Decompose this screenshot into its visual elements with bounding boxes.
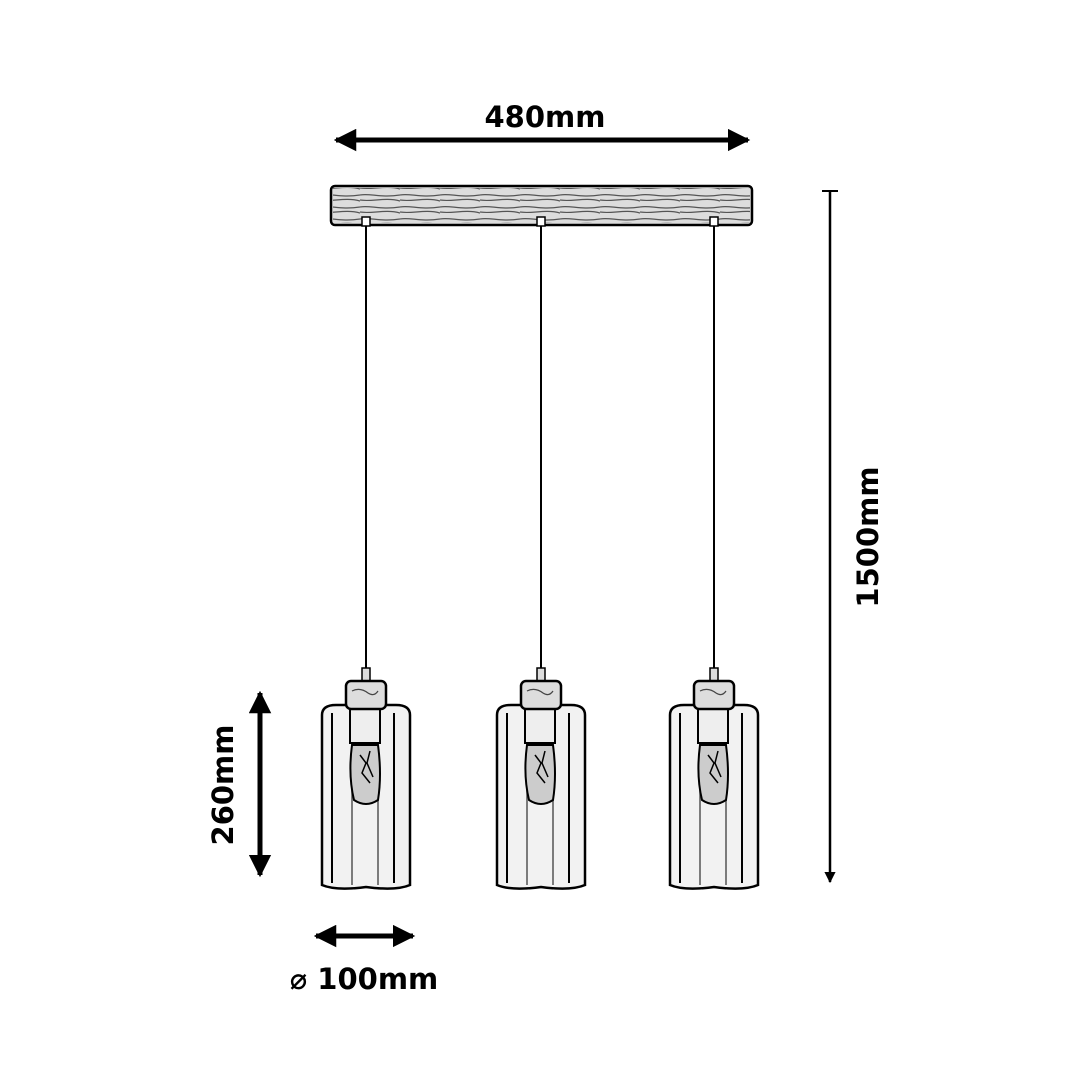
height-label: 1500mm — [851, 466, 885, 607]
wooden-cap — [519, 679, 563, 711]
lamp-socket — [697, 708, 729, 744]
shade-height-dimension: 260mm — [206, 690, 272, 878]
lamp-socket — [524, 708, 556, 744]
lamp-socket — [349, 708, 381, 744]
wooden-cap — [692, 679, 736, 711]
height-dimension: 1500mm — [822, 190, 885, 884]
pendant-lamp — [495, 216, 587, 890]
pendant-lamp — [320, 216, 412, 890]
wooden-cap — [344, 679, 388, 711]
ceiling-canopy-bar — [329, 184, 754, 227]
bulb-filament — [697, 744, 729, 805]
shade-height-label: 260mm — [206, 725, 240, 846]
bulb-filament — [349, 744, 381, 805]
pendant-lamp — [668, 216, 760, 890]
shade-diameter-label: ⌀ 100mm — [290, 962, 439, 996]
shade-diameter-dimension: ⌀ 100mm — [290, 924, 439, 996]
bulb-filament — [524, 744, 556, 805]
width-dimension: 480mm — [333, 100, 751, 152]
width-label: 480mm — [485, 100, 606, 134]
